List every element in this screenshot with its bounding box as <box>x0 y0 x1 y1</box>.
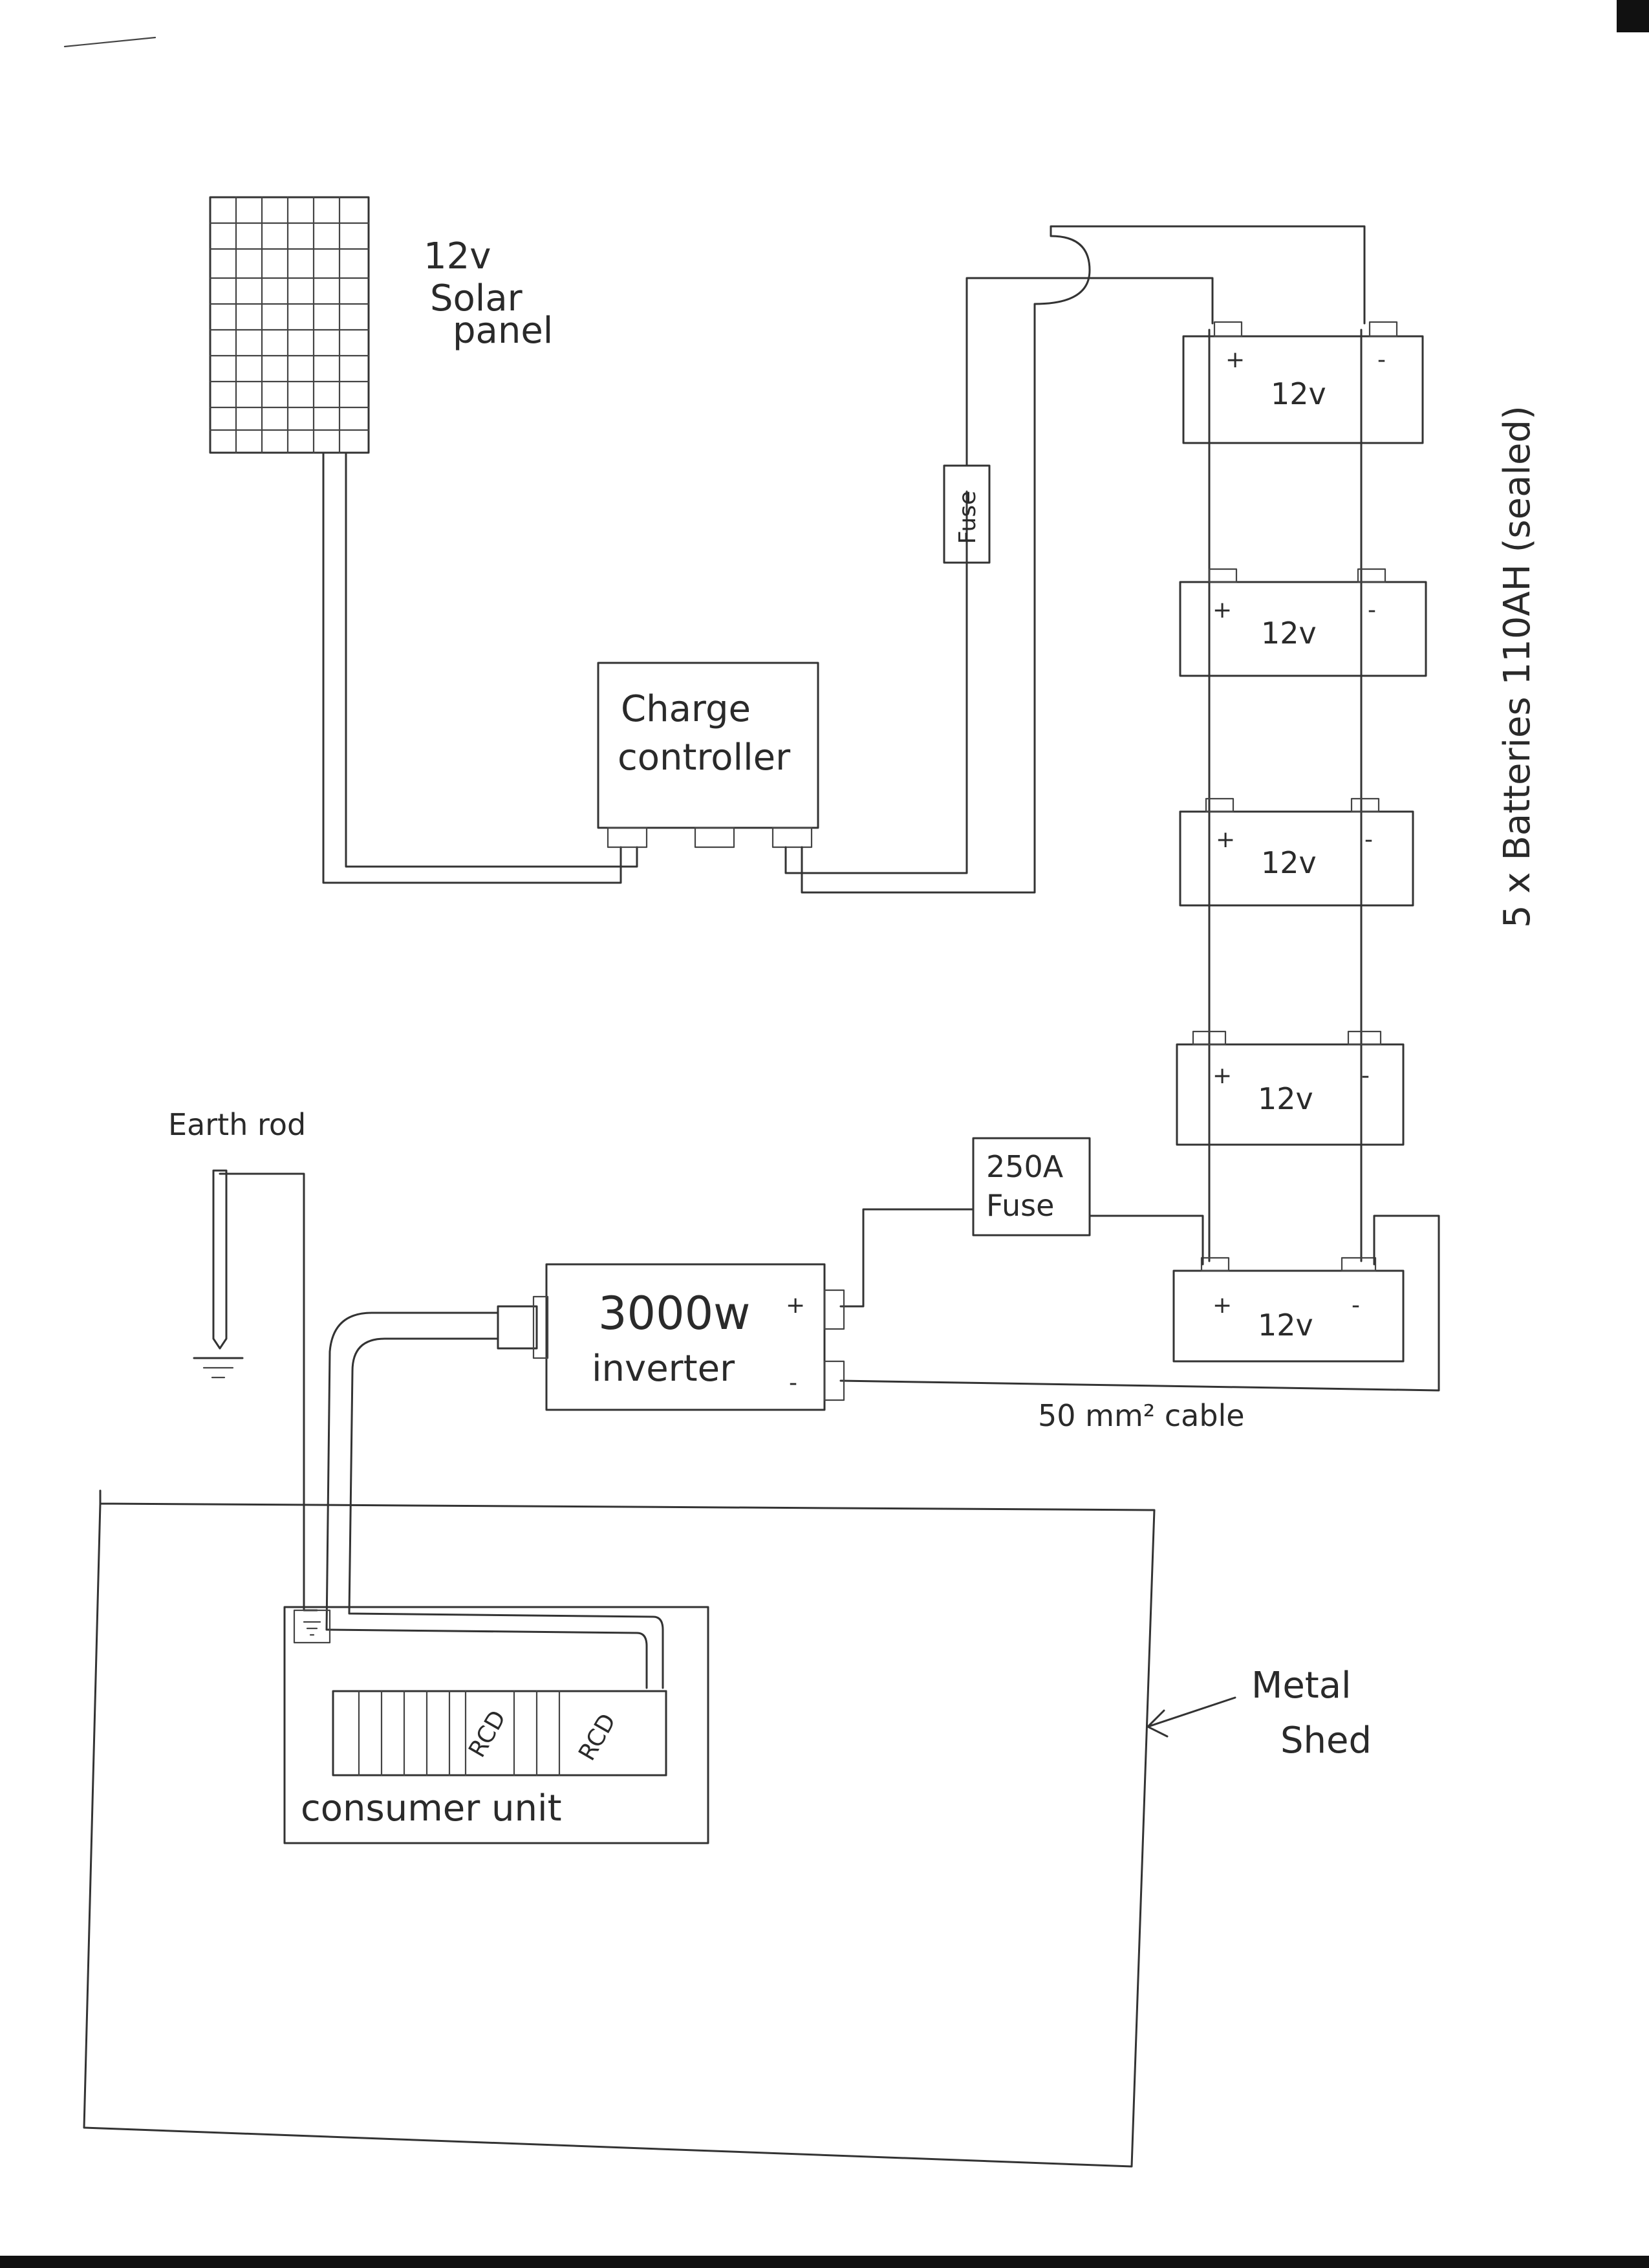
battery-plus-2: + <box>1212 597 1232 623</box>
battery-3: + - 12v <box>1179 797 1414 907</box>
battery-5: + - 12v <box>1172 1257 1405 1363</box>
battery-minus-4: - <box>1361 1063 1370 1089</box>
inverter-label-2: inverter <box>592 1348 735 1390</box>
panel-lead-inner <box>345 451 638 868</box>
battery-minus-1: - <box>1377 347 1386 373</box>
battery-minus-5: - <box>1352 1292 1360 1319</box>
small-fuse-label: Fuse <box>954 491 981 544</box>
controller-label-1: Charge <box>621 688 751 730</box>
controller-battery-positive-wire <box>784 277 1214 874</box>
small-fuse <box>943 464 991 564</box>
battery-plus-1: + <box>1225 347 1245 373</box>
rcd-label-2: RCD <box>574 1709 621 1765</box>
panel-name-label-1: Solar <box>430 277 523 319</box>
battery-voltage-2: 12v <box>1261 616 1317 651</box>
battery-4: + - 12v <box>1176 1030 1405 1146</box>
scan-edge-right <box>1617 0 1649 32</box>
battery-2: + - 12v <box>1179 568 1427 677</box>
inverter-minus: - <box>789 1370 797 1396</box>
battery-1: + - 12v <box>1182 321 1424 444</box>
battery-minus-2: - <box>1368 597 1376 623</box>
shed-label-2: Shed <box>1280 1720 1372 1762</box>
battery-voltage-5: 12v <box>1258 1308 1313 1343</box>
rcd-label-1: RCD <box>464 1706 512 1762</box>
ac-cable-outer <box>325 1312 648 1689</box>
controller-label-2: controller <box>618 737 791 779</box>
main-fuse-250a <box>972 1137 1091 1237</box>
panel-lead-outer <box>322 451 622 884</box>
metal-shed-outline <box>83 1489 1156 2168</box>
battery-bank-label: 5 x Batteries 110AH (sealed) <box>1496 405 1538 928</box>
inverter-3000w <box>497 1263 845 1411</box>
main-fuse-label-1: 250A <box>986 1149 1064 1184</box>
battery-plus-4: + <box>1212 1063 1232 1089</box>
earth-rod <box>193 1169 318 1612</box>
earth-terminal-symbol <box>303 1621 321 1636</box>
battery-minus-3: - <box>1364 826 1373 853</box>
cable-label: 50 mm² cable <box>1038 1398 1245 1433</box>
inverter-plus: + <box>786 1292 805 1319</box>
inverter-label-1: 3000w <box>598 1287 750 1340</box>
controller-battery-negative-wire <box>801 225 1366 894</box>
battery-voltage-1: 12v <box>1271 376 1326 411</box>
corner-mark <box>63 36 156 48</box>
battery-plus-3: + <box>1216 826 1235 853</box>
panel-name-label-2: panel <box>453 310 553 352</box>
scan-edge-bottom <box>0 2256 1649 2268</box>
ac-cable-inner <box>348 1337 664 1689</box>
shed-label-1: Metal <box>1251 1665 1352 1707</box>
consumer-unit-label: consumer unit <box>301 1787 562 1830</box>
consumer-unit <box>283 1606 709 1844</box>
battery-voltage-3: 12v <box>1261 845 1317 880</box>
battery-voltage-4: 12v <box>1258 1081 1313 1116</box>
solar-panel <box>209 196 370 454</box>
inverter-negative-wire <box>839 1215 1440 1392</box>
earth-rod-label: Earth rod <box>168 1107 306 1142</box>
shed-pointer-arrow <box>1147 1696 1236 1738</box>
main-fuse-label-2: Fuse <box>986 1188 1054 1223</box>
battery-plus-5: + <box>1212 1292 1232 1319</box>
inverter-positive-wire <box>839 1208 1204 1308</box>
panel-voltage-label: 12v <box>424 235 491 277</box>
charge-controller <box>597 662 819 848</box>
